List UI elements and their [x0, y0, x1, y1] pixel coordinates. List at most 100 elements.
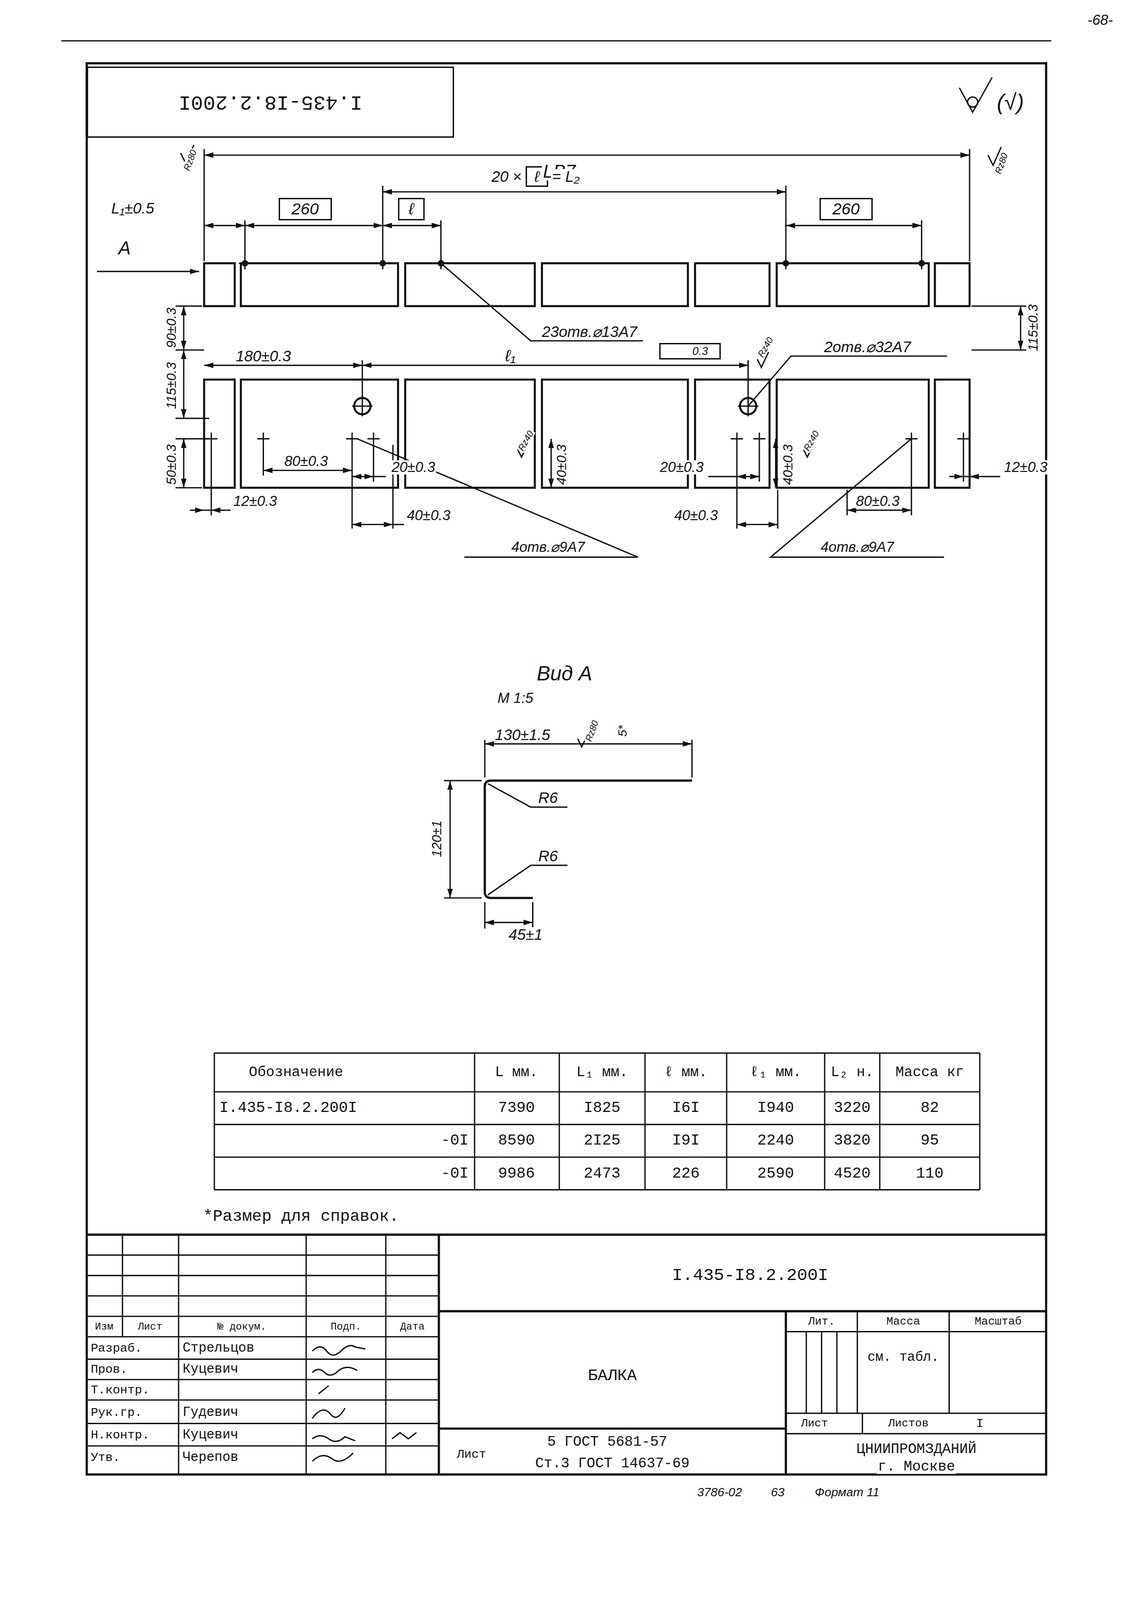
table-cell: 226	[671, 1166, 701, 1182]
dimension-label: L₁±0.5	[110, 200, 156, 216]
title-block-text: Куцевич	[181, 1363, 240, 1377]
beam-top-view	[241, 263, 399, 306]
box-text: ℓ	[534, 168, 540, 185]
dimension-line	[204, 364, 363, 366]
dimension-label: 12±0.3	[1003, 460, 1049, 475]
basic-dimension: 260	[819, 197, 873, 221]
leader-line	[770, 438, 944, 558]
dimension-line	[190, 509, 205, 511]
dimension-line	[708, 475, 737, 477]
dimension-label: = L₂	[550, 168, 581, 185]
table-cell: 2590	[756, 1166, 796, 1182]
table-cell: 95	[919, 1133, 940, 1149]
dimension-line	[484, 743, 692, 745]
hole-mark	[238, 257, 928, 270]
title-block-text: Н.контр.	[89, 1428, 151, 1442]
dimension-label: 115±0.3	[164, 361, 179, 410]
dimension-label: 40±0.3	[781, 443, 795, 486]
title-block-text: Масштаб	[973, 1316, 1023, 1328]
dimension-label: 115±0.3	[1026, 303, 1040, 353]
title-block-text: Изм	[94, 1321, 115, 1332]
table-cell: -0I	[440, 1133, 470, 1149]
dimension-line	[969, 148, 971, 261]
table-cell: I940	[756, 1100, 796, 1117]
roughness-value: Rz80	[181, 147, 198, 173]
dimension-label: 80±0.3	[854, 493, 901, 509]
dimension-line	[484, 902, 486, 929]
dimension-label: R6	[537, 848, 560, 865]
title-block-text: Гудевич	[181, 1405, 240, 1420]
title-block-grid	[86, 1255, 439, 1447]
dimension-line	[1020, 306, 1022, 351]
beam-side-view	[204, 379, 970, 489]
beam-top-view	[541, 263, 688, 306]
dimension-label: 12±0.3	[232, 493, 278, 509]
table-cell: I825	[583, 1100, 622, 1117]
table-cell: Обозначение	[247, 1065, 344, 1080]
signature	[312, 1408, 345, 1419]
signature	[312, 1367, 358, 1375]
table-cell: 7390	[497, 1100, 536, 1117]
dimension-label: 40±0.3	[673, 508, 719, 523]
dimension-line	[175, 349, 204, 351]
roughness-symbol	[967, 96, 978, 107]
sheet-footer: 63	[769, 1486, 786, 1499]
title-block-text: Разраб.	[89, 1341, 144, 1355]
page-number: -68-	[1086, 13, 1114, 28]
title-block-text: Лист	[455, 1448, 488, 1461]
table-grid	[214, 1053, 980, 1190]
table-cell: 82	[919, 1100, 940, 1117]
beam-top-view	[695, 263, 770, 306]
roughness-symbol	[180, 77, 1001, 747]
title-block-text: Пров.	[89, 1363, 129, 1376]
table-cell: 2473	[583, 1166, 622, 1182]
table-cell: I.435-I8.2.200I	[218, 1100, 359, 1117]
dimension-line	[949, 475, 964, 477]
sheet-footer: Формат 11	[813, 1486, 881, 1499]
dimension-line	[983, 475, 1001, 477]
title-block-text: БАЛКА	[587, 1367, 639, 1385]
table-cell: I9I	[671, 1133, 701, 1149]
tolerance-frame: 0.3	[659, 342, 721, 360]
dimension-line	[785, 224, 922, 227]
beam-top-view	[204, 263, 236, 306]
view-scale: М 1:5	[496, 690, 535, 706]
dimension-label: 90±0.3	[164, 306, 179, 349]
title-block-text: г. Москве	[876, 1459, 956, 1474]
dimension-line	[204, 509, 212, 511]
table-cell: 110	[914, 1166, 945, 1182]
title-block-text: Лит.	[807, 1316, 837, 1328]
dimension-line	[785, 185, 787, 258]
beam-top-view	[776, 263, 929, 306]
dimension-label: 20±0.3	[390, 460, 437, 475]
hole-mark	[352, 395, 759, 416]
title-block-grid	[438, 1310, 1047, 1313]
title-block-text: Лист	[136, 1321, 163, 1332]
dimension-label: 20±0.3	[659, 460, 705, 475]
table-cell: L₂ н.	[830, 1065, 875, 1080]
signature	[312, 1435, 355, 1442]
dimension-line	[96, 270, 199, 273]
dimension-line	[532, 902, 534, 929]
dimension-line	[381, 185, 384, 258]
page-frame	[86, 63, 1047, 1475]
signature	[318, 1385, 329, 1394]
beam-top-view	[934, 263, 970, 306]
dimension-line	[691, 739, 693, 778]
hole-callout: 23отв.⌀13А7	[540, 324, 639, 340]
table-cell: 2I25	[583, 1133, 622, 1149]
signature	[312, 1345, 417, 1462]
beam-top-view	[405, 263, 535, 306]
title-block-text: Стрельцов	[181, 1341, 256, 1355]
dimension-line	[203, 148, 205, 261]
hole-mark	[919, 260, 925, 266]
title-block-text: ЦНИИПРОМЗДАНИЙ	[855, 1441, 978, 1457]
dimension-label: 50±0.3	[164, 443, 179, 486]
dimension-line	[263, 469, 353, 472]
box-text: 260	[832, 201, 860, 218]
title-block-text: см. табл.	[866, 1350, 940, 1364]
table-cell: 2240	[756, 1133, 796, 1149]
title-block-text: Листов	[887, 1418, 930, 1430]
drawing-number-stamp: I.435-I8.2.200I	[86, 66, 455, 139]
